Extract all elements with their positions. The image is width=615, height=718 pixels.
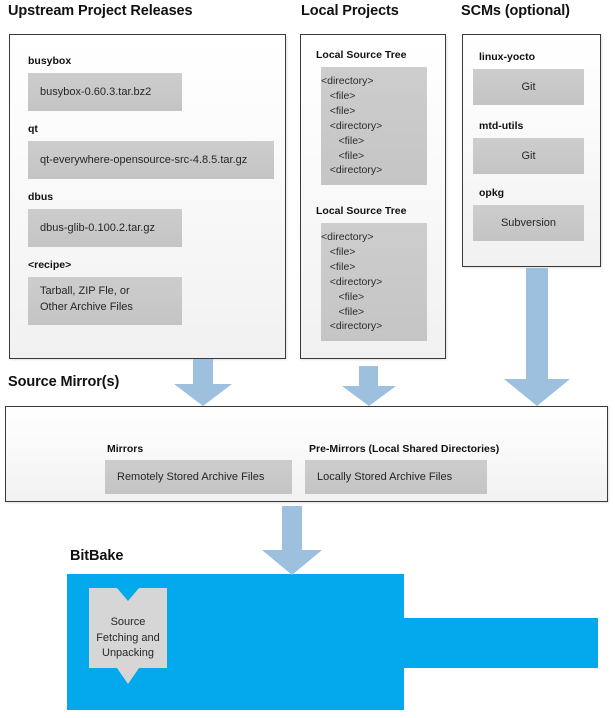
tree2-line-7: <directory> (321, 320, 383, 333)
heading-source-mirrors: Source Mirror(s) (8, 374, 120, 390)
local-source-tree-2: <directory> <file> <file> <directory> <f… (321, 223, 427, 341)
tree1-line-7: <directory> (321, 164, 383, 177)
recipe-value-line-1: Tarball, ZIP Fle, or (40, 285, 130, 297)
arrow-mirrors-to-bitbake (258, 506, 326, 576)
pre-mirrors-value: Locally Stored Archive Files (305, 460, 487, 494)
upstream-entry-value-qt: qt-everywhere-opensource-src-4.8.5.tar.g… (28, 141, 274, 179)
upstream-entry-label-dbus: dbus (28, 191, 54, 203)
tree1-line-2: <file> (321, 89, 356, 102)
mirrors-label: Mirrors (107, 443, 144, 455)
local-source-tree-1: <directory> <file> <file> <directory> <f… (321, 67, 427, 185)
scm-entry-value-opkg: Subversion (473, 205, 584, 241)
panel-upstream-project-releases: busybox busybox-0.60.3.tar.bz2 qt qt-eve… (9, 34, 286, 359)
upstream-entry-value-recipe: Tarball, ZIP Fle, or Other Archive Files (28, 277, 182, 325)
tree2-line-6: <file> (321, 305, 365, 318)
arrow-upstream-to-mirrors (170, 359, 236, 407)
scm-entry-label-opkg: opkg (479, 187, 505, 199)
tree1-line-1: <directory> (321, 75, 374, 87)
heading-bitbake: BitBake (70, 548, 124, 564)
tree2-line-5: <file> (321, 290, 365, 303)
arrow-scms-to-mirrors (500, 268, 574, 407)
recipe-value-line-2: Other Archive Files (40, 300, 133, 313)
callout-text: Source Fetching and Unpacking (89, 615, 167, 662)
tree2-line-4: <directory> (321, 275, 383, 288)
tree1-line-6: <file> (321, 149, 365, 162)
heading-upstream-project-releases: Upstream Project Releases (8, 3, 193, 19)
tree1-line-4: <directory> (321, 119, 383, 132)
tree2-line-3: <file> (321, 260, 356, 273)
callout-line-3: Unpacking (102, 647, 154, 660)
upstream-entry-value-dbus: dbus-glib-0.100.2.tar.gz (28, 209, 182, 247)
tree2-line-1: <directory> (321, 231, 374, 243)
scm-entry-value-linux-yocto: Git (473, 69, 584, 105)
upstream-entry-value-busybox: busybox-0.60.3.tar.bz2 (28, 73, 182, 111)
heading-local-projects: Local Projects (301, 3, 399, 19)
heading-scms: SCMs (optional) (461, 3, 570, 19)
tree1-line-3: <file> (321, 104, 356, 117)
tree1-line-5: <file> (321, 134, 365, 147)
upstream-entry-label-recipe: <recipe> (28, 259, 72, 271)
arrow-local-projects-to-mirrors (338, 366, 400, 407)
callout-line-2: Fetching and (96, 631, 160, 644)
scm-entry-value-mtd-utils: Git (473, 138, 584, 174)
mirrors-value: Remotely Stored Archive Files (105, 460, 292, 494)
scm-entry-label-mtd-utils: mtd-utils (479, 120, 524, 132)
pre-mirrors-label: Pre-Mirrors (Local Shared Directories) (309, 443, 500, 455)
local-tree-label-1: Local Source Tree (316, 49, 407, 61)
tree2-line-2: <file> (321, 245, 356, 258)
source-fetching-unpacking-callout: Source Fetching and Unpacking (89, 588, 167, 686)
panel-scms: linux-yocto Git mtd-utils Git opkg Subve… (462, 34, 601, 267)
upstream-entry-label-busybox: busybox (28, 55, 72, 67)
panel-local-projects: Local Source Tree <directory> <file> <fi… (300, 34, 446, 359)
callout-line-1: Source (110, 616, 146, 628)
panel-source-mirrors: Mirrors Remotely Stored Archive Files Pr… (5, 406, 608, 502)
scm-entry-label-linux-yocto: linux-yocto (479, 51, 536, 63)
upstream-entry-label-qt: qt (28, 123, 38, 135)
local-tree-label-2: Local Source Tree (316, 205, 407, 217)
chevron-shape-icon (89, 588, 167, 684)
